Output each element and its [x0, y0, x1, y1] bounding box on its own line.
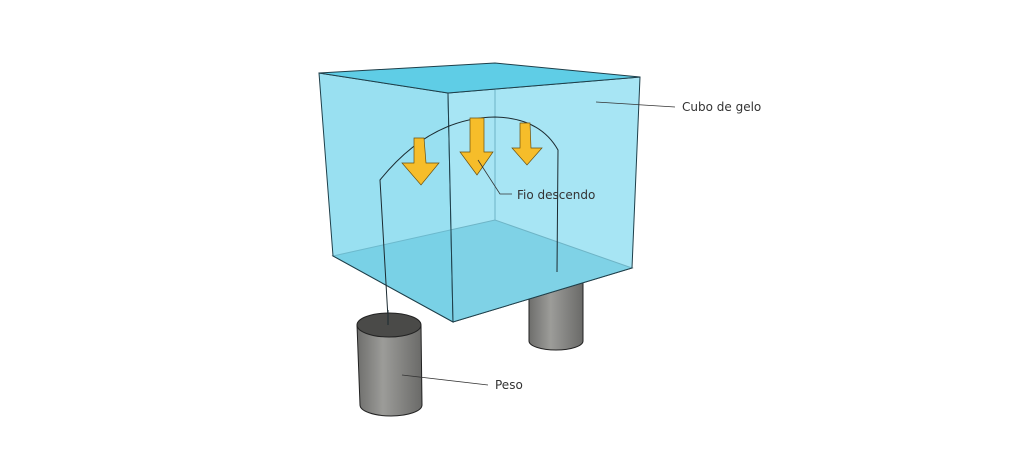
label-cube: Cubo de gelo	[682, 100, 761, 114]
wire	[379, 116, 559, 319]
weight-left	[356, 310, 423, 417]
down-arrow-icon	[401, 117, 543, 186]
label-wire: Fio descendo	[517, 188, 595, 202]
cube-top-face	[318, 62, 641, 94]
label-weight: Peso	[495, 378, 523, 392]
leader-lines	[401, 101, 676, 386]
